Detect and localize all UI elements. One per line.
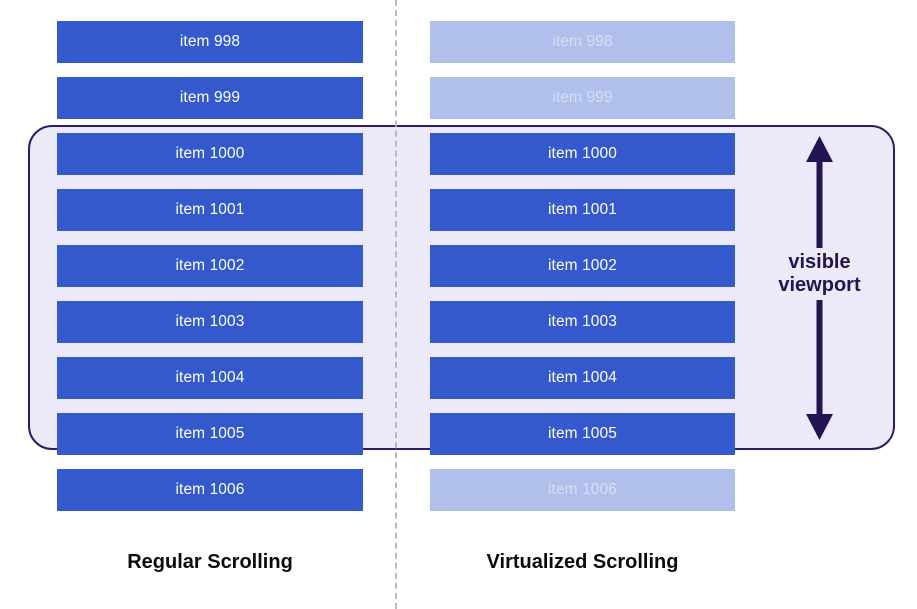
- caption-regular-scrolling: Regular Scrolling: [127, 551, 293, 573]
- list-item[interactable]: item 1006: [430, 469, 735, 511]
- list-item[interactable]: item 1000: [57, 133, 363, 175]
- viewport-caption: visible viewport: [757, 248, 882, 301]
- list-item[interactable]: item 1001: [430, 189, 735, 231]
- list-item[interactable]: item 1004: [57, 357, 363, 399]
- viewport-caption-line2: viewport: [778, 274, 861, 297]
- list-item[interactable]: item 1005: [430, 413, 735, 455]
- viewport-caption-line1: visible: [788, 251, 851, 273]
- list-item[interactable]: item 999: [430, 77, 735, 119]
- list-item[interactable]: item 1005: [57, 413, 363, 455]
- list-item[interactable]: item 1002: [430, 245, 735, 287]
- list-item[interactable]: item 1004: [430, 357, 735, 399]
- list-item[interactable]: item 1003: [430, 301, 735, 343]
- column-divider: [395, 0, 397, 609]
- list-item[interactable]: item 1002: [57, 245, 363, 287]
- list-item[interactable]: item 1006: [57, 469, 363, 511]
- list-item[interactable]: item 1000: [430, 133, 735, 175]
- list-item[interactable]: item 1003: [57, 301, 363, 343]
- list-item[interactable]: item 998: [430, 21, 735, 63]
- list-item[interactable]: item 998: [57, 21, 363, 63]
- caption-virtualized-scrolling: Virtualized Scrolling: [486, 551, 679, 573]
- viewport-extent-annotation: visible viewport: [757, 136, 882, 440]
- list-item[interactable]: item 999: [57, 77, 363, 119]
- list-item[interactable]: item 1001: [57, 189, 363, 231]
